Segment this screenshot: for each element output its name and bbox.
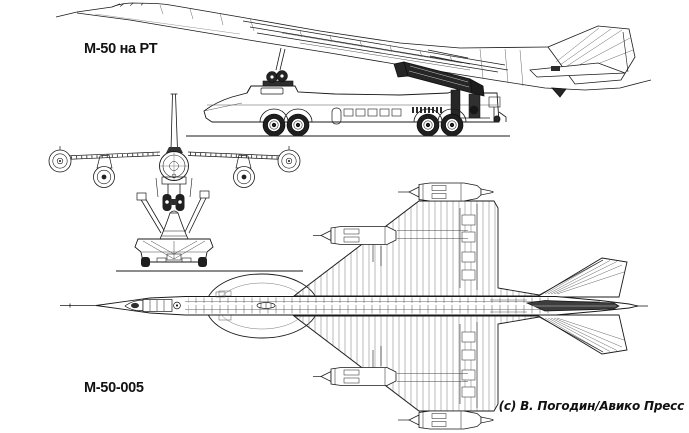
cockpit-plan	[124, 299, 181, 312]
transporter-porthole	[331, 107, 342, 125]
canopy-frames	[111, 2, 144, 8]
fuselage-plan	[60, 291, 648, 316]
tailplane-side	[529, 62, 626, 78]
underwing-nacelle-plan-lower	[313, 367, 397, 386]
transporter-hull-front	[134, 238, 214, 267]
wing-plan-lower	[292, 315, 546, 414]
wingtip-nacelle-front-left	[48, 146, 72, 173]
transporter-windows	[343, 108, 402, 117]
wing-plan-upper	[292, 198, 546, 297]
underwing-nacelle-plan-upper	[313, 226, 397, 245]
nose-gear-side	[266, 47, 288, 83]
front-view-aircraft	[48, 93, 301, 211]
transporter-wheels	[262, 113, 464, 137]
wingtip-nacelle-front-right	[277, 146, 301, 173]
pitot-boom-side	[55, 11, 78, 18]
transporter-cab-window	[260, 87, 284, 95]
fin-front	[168, 93, 180, 154]
plan-view-label: М-50-005	[84, 380, 144, 396]
main-gear-front	[155, 176, 193, 211]
transporter-windshield	[246, 85, 252, 94]
transporter-cradle-arms	[136, 190, 210, 234]
transporter-front-view	[116, 190, 303, 272]
wing-front	[63, 151, 286, 160]
copyright-label: (с) В. Погодин/Авико Пресс	[498, 399, 685, 413]
underwing-nacelle-front-right	[233, 154, 255, 188]
transporter-rear-support	[447, 89, 507, 123]
wingtip-nacelle-plan-upper	[398, 182, 494, 202]
wing-side	[242, 20, 509, 73]
side-view-label: М-50 на РТ	[84, 41, 158, 57]
wingtip-nacelle-plan-lower	[398, 410, 494, 430]
fuselage-front	[159, 151, 189, 181]
transporter-side-view	[186, 80, 510, 137]
transporter-saddle	[262, 80, 294, 87]
transporter-pedestal	[159, 210, 189, 240]
stabilizer-plan-upper	[535, 257, 628, 298]
tail-bumper	[551, 87, 567, 98]
engine-nacelle-side	[393, 61, 485, 97]
pitot-boom-plan	[60, 303, 96, 308]
side-view-aircraft	[55, 2, 652, 98]
plan-view-aircraft	[60, 182, 648, 430]
fuselage-bottom-line	[76, 12, 644, 91]
stabilizer-plan-lower	[535, 314, 628, 355]
tail-pitot-side	[642, 79, 652, 83]
underwing-nacelle-front-left	[93, 154, 115, 188]
